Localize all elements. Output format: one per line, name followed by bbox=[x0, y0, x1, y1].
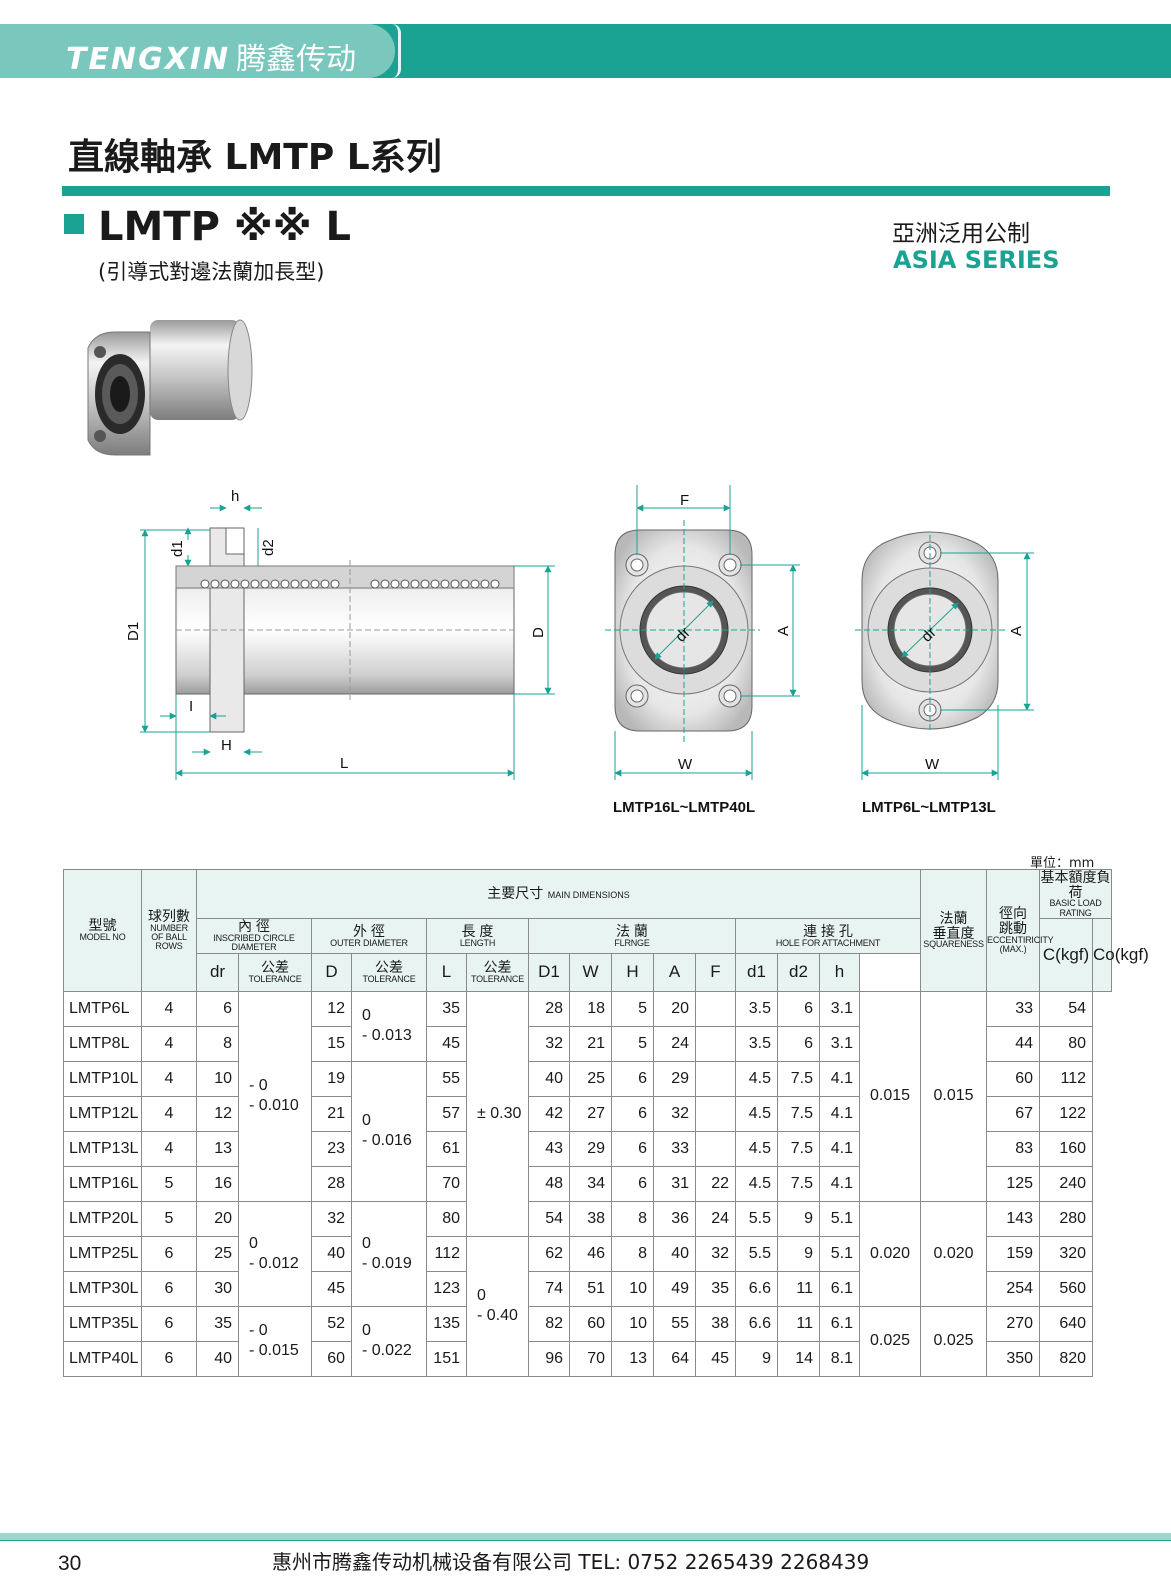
col-H: H bbox=[611, 952, 654, 992]
dim-label-h: h bbox=[231, 488, 239, 505]
front-view-large: F dr A W LMTP16L~LMTP40L bbox=[605, 485, 800, 816]
col-dr: dr bbox=[196, 952, 239, 992]
footer-band bbox=[0, 1533, 1171, 1540]
header-tab bbox=[0, 24, 401, 78]
dim-label-d1: d1 bbox=[169, 540, 186, 557]
series-en: ASIA SERIES bbox=[893, 246, 1060, 274]
col-Co: Co(kgf) bbox=[1092, 918, 1149, 992]
dim-label-W: W bbox=[678, 756, 693, 773]
front-view-small: dr A W LMTP6L~LMTP13L bbox=[855, 531, 1034, 816]
brand-logo-text: TENGXIN bbox=[66, 42, 231, 77]
brand-name-cn: 腾鑫传动 bbox=[236, 42, 357, 77]
dim-label-I: I bbox=[189, 698, 193, 715]
col-d2: d2 bbox=[777, 952, 820, 992]
dim-label-D: D bbox=[530, 627, 547, 638]
unit-label: 單位：mm bbox=[1030, 856, 1095, 871]
title-rule bbox=[62, 186, 1110, 196]
product-photo bbox=[87, 319, 253, 456]
dim-label-F: F bbox=[680, 492, 689, 509]
footer-rule bbox=[0, 1540, 1171, 1541]
dim-label-A-2: A bbox=[1008, 626, 1025, 636]
col-W: W bbox=[569, 952, 612, 992]
company-contact: 惠州市腾鑫传动机械设备有限公司 TEL: 0752 2265439 226843… bbox=[272, 1550, 870, 1574]
dim-label-W-2: W bbox=[925, 756, 940, 773]
model-title: LMTP ※※ L bbox=[98, 204, 352, 250]
col-main-dimensions: 主要尺寸 MAIN DIMENSIONS bbox=[195, 868, 922, 920]
col-L: L bbox=[426, 952, 467, 992]
col-D: D bbox=[311, 952, 352, 992]
dim-label-A: A bbox=[775, 626, 792, 636]
dim-label-H: H bbox=[221, 737, 232, 754]
dim-label-D1: D1 bbox=[125, 622, 142, 641]
page-number: 30 bbox=[58, 1552, 82, 1575]
col-F: F bbox=[695, 952, 736, 992]
col-D1: D1 bbox=[528, 952, 570, 992]
dim-label-L: L bbox=[340, 755, 348, 772]
section-marker-icon bbox=[64, 214, 84, 234]
series-cn: 亞洲泛用公制 bbox=[892, 221, 1030, 247]
model-subtitle: (引導式對邊法蘭加長型) bbox=[98, 260, 325, 284]
technical-drawings: h d1 d2 D1 D I H L F dr A W LMTP16L~LMTP… bbox=[87, 319, 1034, 816]
col-A: A bbox=[653, 952, 696, 992]
col-d1: d1 bbox=[735, 952, 778, 992]
dim-label-d2: d2 bbox=[260, 539, 277, 556]
front-view-small-caption: LMTP6L~LMTP13L bbox=[862, 799, 996, 816]
col-h: h bbox=[819, 952, 860, 992]
col-C: C(kgf) bbox=[1039, 918, 1094, 992]
front-view-large-caption: LMTP16L~LMTP40L bbox=[613, 799, 755, 816]
page-title: 直線軸承 LMTP L系列 bbox=[68, 137, 442, 178]
side-view-drawing: h d1 d2 D1 D I H L bbox=[125, 488, 555, 780]
